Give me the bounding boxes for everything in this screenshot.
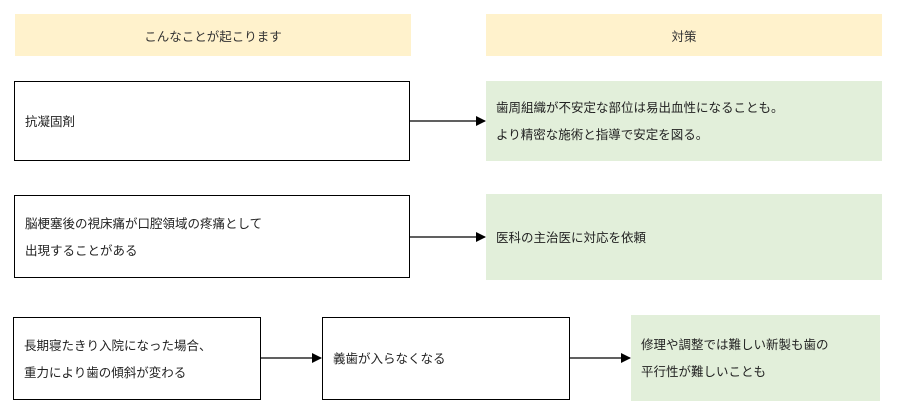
cause-box-thalamic-pain: 脳梗塞後の視床痛が口腔領域の疼痛として 出現することがある (14, 195, 410, 278)
measure-text: 修理や調整では難しい新製も歯の (641, 337, 829, 352)
header-countermeasures: 対策 (486, 14, 882, 56)
measure-box-anticoagulant: 歯周組織が不安定な部位は易出血性になることも。 より精密な施術と指導で安定を図る… (486, 81, 882, 161)
header-causes: こんなことが起こります (15, 14, 411, 56)
cause-text: 出現することがある (25, 242, 138, 258)
intermediate-text: 義歯が入らなくなる (333, 351, 446, 366)
measure-box-bedridden: 修理や調整では難しい新製も歯の 平行性が難しいことも (631, 315, 880, 401)
cause-text: 長期寝たきり入院になった場合、 (24, 337, 212, 353)
header-causes-label: こんなことが起こります (144, 28, 282, 44)
measure-box-thalamic-pain: 医科の主治医に対応を依頼 (486, 194, 882, 280)
measure-text: より精密な施術と指導で安定を図る。 (496, 127, 709, 142)
measure-text: 医科の主治医に対応を依頼 (496, 229, 647, 245)
intermediate-box-denture: 義歯が入らなくなる (322, 317, 570, 400)
cause-box-bedridden: 長期寝たきり入院になった場合、 重力により歯の傾斜が変わる (13, 317, 261, 400)
measure-text: 歯周組織が不安定な部位は易出血性になることも。 (496, 100, 784, 115)
cause-text: 抗凝固剤 (25, 113, 76, 129)
cause-text: 重力により歯の傾斜が変わる (24, 364, 187, 380)
measure-text: 平行性が難しいことも (641, 364, 767, 379)
cause-box-anticoagulant: 抗凝固剤 (14, 81, 410, 161)
cause-text: 脳梗塞後の視床痛が口腔領域の疼痛として (25, 215, 263, 231)
header-countermeasures-label: 対策 (671, 28, 697, 44)
